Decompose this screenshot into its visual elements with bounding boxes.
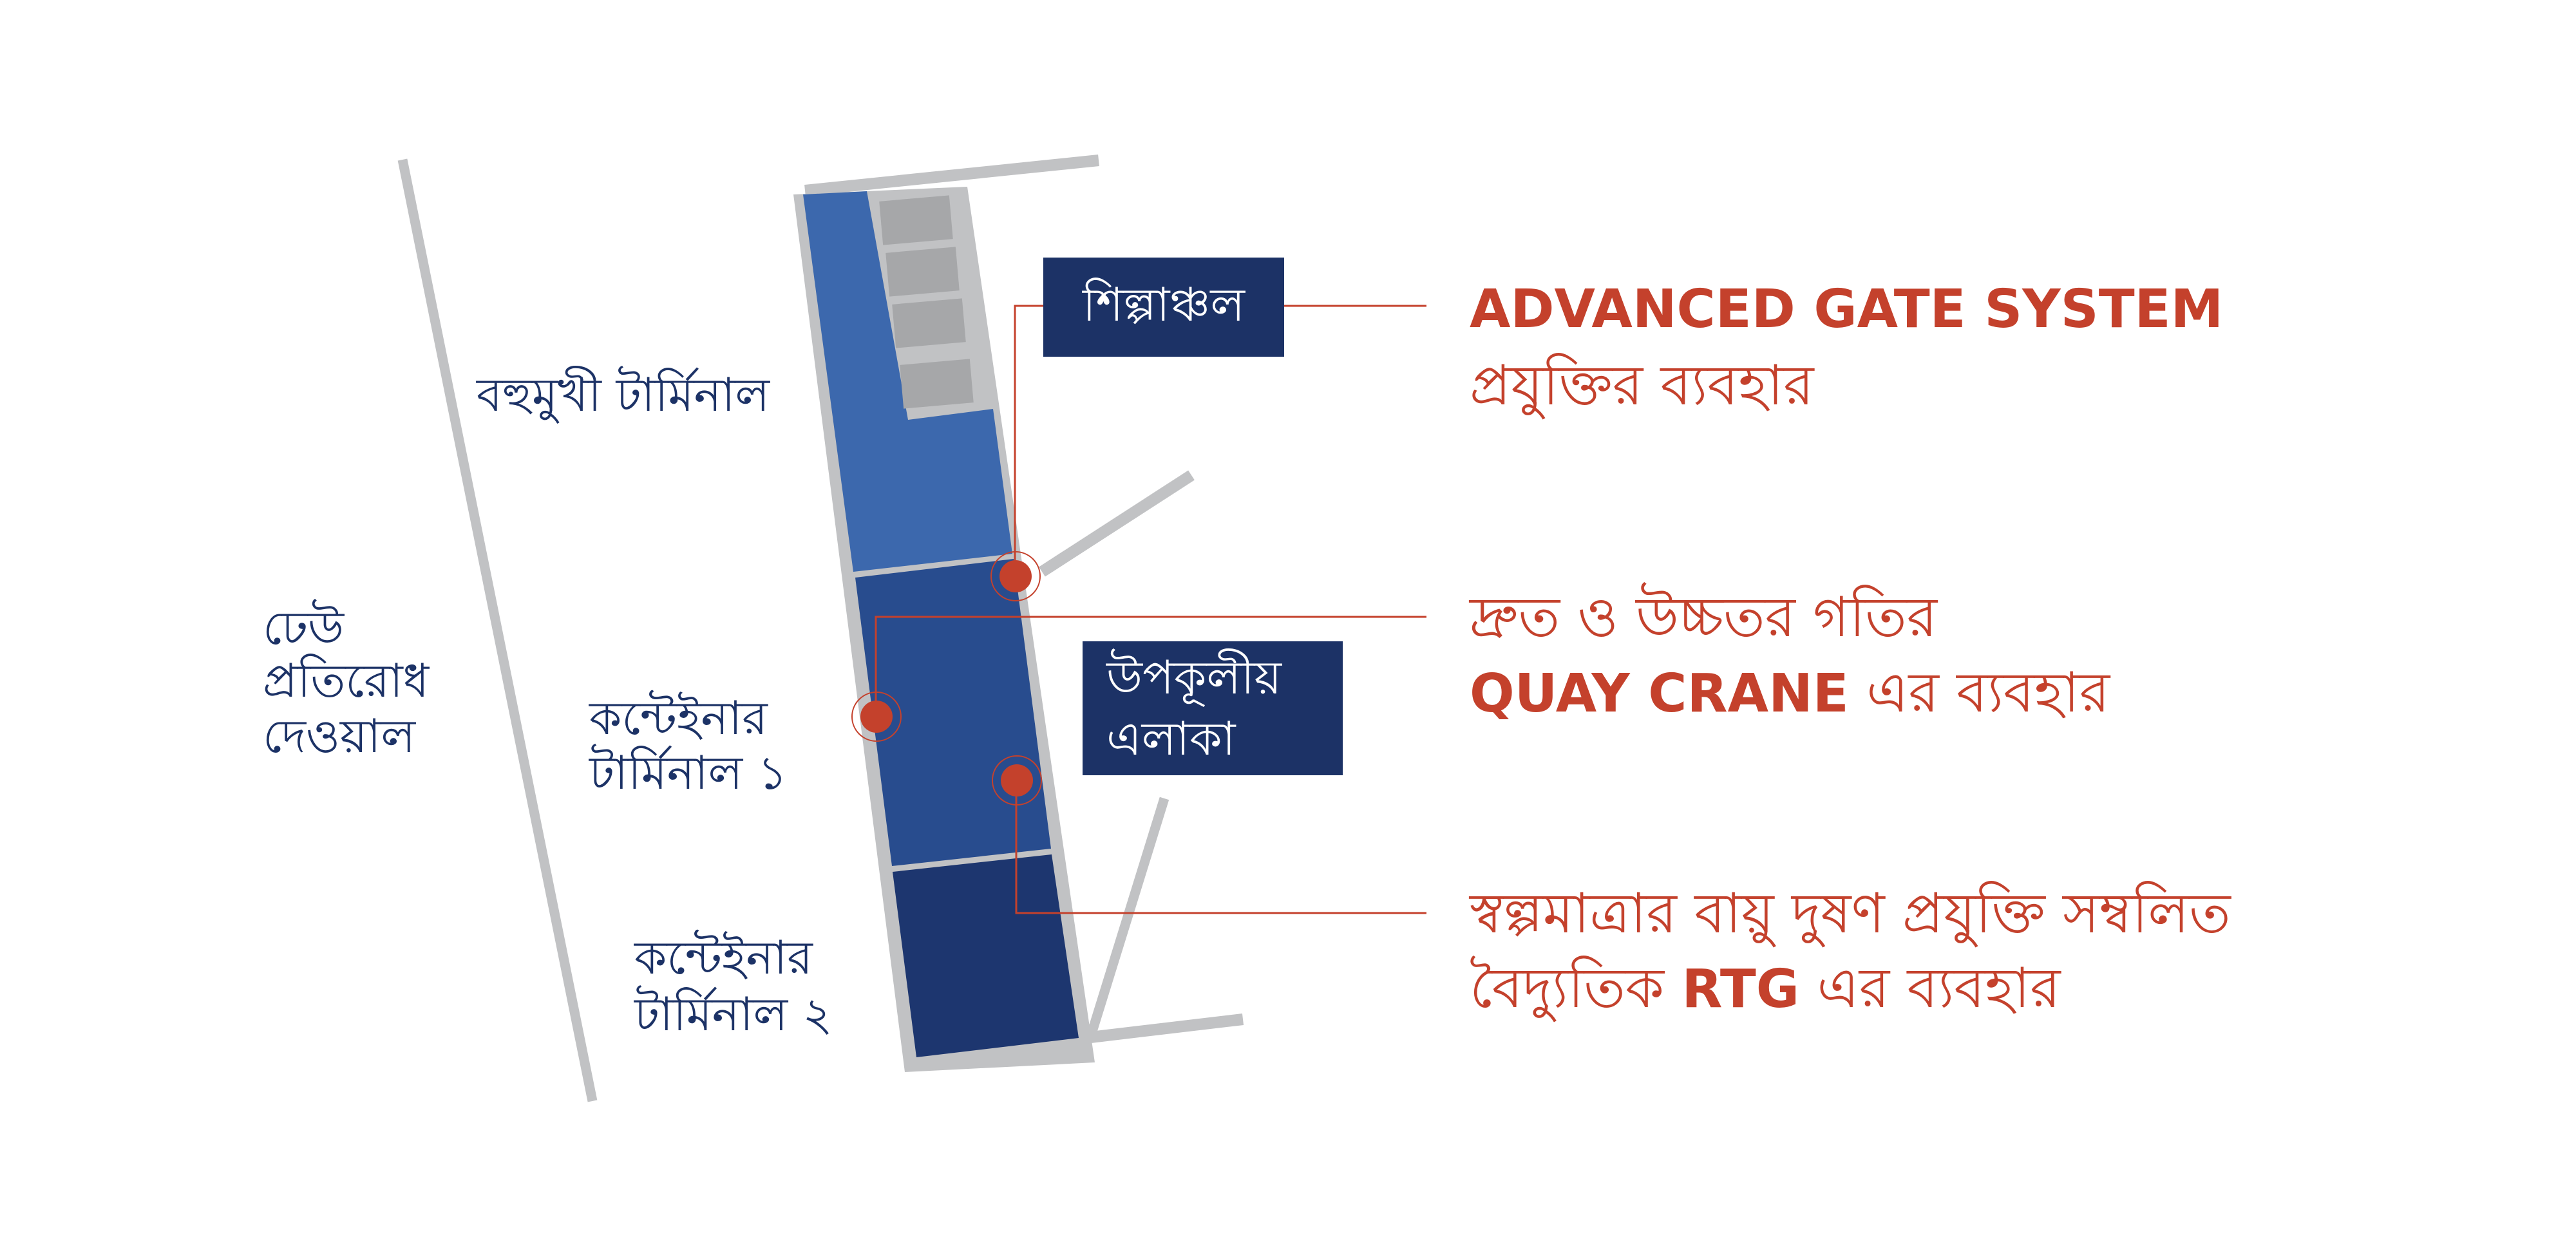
breakwater-label: ঢেউ	[263, 599, 345, 655]
marker-dot	[1001, 764, 1033, 796]
feature-quay-crane-bn: এর ব্যবহার	[1849, 661, 2111, 725]
feature-quay-crane-en: QUAY CRANE	[1470, 663, 1849, 724]
storage-block	[879, 195, 953, 245]
breakwater-label: দেওয়াল	[263, 709, 416, 763]
storage-block	[892, 298, 966, 348]
industrial-area-label: শিল্পাঞ্চল	[1082, 278, 1245, 332]
top-pier	[804, 155, 1099, 196]
multipurpose-terminal-label: বহুমুখী টার্মিনাল	[476, 366, 770, 423]
feature-rtg-en: RTG	[1681, 959, 1799, 1020]
container-terminal-1-label: টার্মিনাল ১	[589, 744, 788, 800]
coastal-area-label: উপকূলীয়	[1106, 648, 1283, 707]
multipurpose-terminal-area	[803, 191, 1012, 572]
marker-ring	[990, 551, 1041, 601]
marker-dot	[860, 701, 893, 733]
storage-block	[886, 247, 960, 297]
bottom-pier	[1084, 1013, 1244, 1044]
breakwater-wall	[397, 158, 598, 1102]
storage-block	[900, 359, 974, 409]
marker-ring	[992, 755, 1042, 806]
diagonal-jetty	[1039, 470, 1195, 577]
connector-rtg	[1015, 781, 1426, 914]
feature-quay-crane-line2: QUAY CRANE এর ব্যবহার	[1470, 661, 2111, 725]
marker-dot	[999, 560, 1032, 592]
container-terminal-2-label: টার্মিনাল ২	[634, 985, 833, 1041]
feature-rtg-bn-a: বৈদ্যুতিক	[1470, 956, 1681, 1023]
container-terminal-1-label: কন্টেইনার	[589, 690, 768, 745]
feature-advanced-gate-subtitle: প্রযুক্তির ব্যবহার	[1470, 353, 1815, 420]
feature-rtg-bn-b: এর ব্যবহার	[1799, 956, 2061, 1021]
marker-ring	[851, 692, 902, 742]
connector-quay-crane	[875, 616, 1426, 716]
industrial-area-box	[1043, 258, 1284, 357]
coastal-area-label: এলাকা	[1106, 712, 1236, 766]
lower-jetty	[1086, 796, 1170, 1035]
coastal-area-box	[1083, 641, 1343, 775]
breakwater-label: প্রতিরোধ	[263, 654, 430, 708]
container-terminal-1-area	[855, 559, 1051, 866]
connector-industrial	[1014, 305, 1426, 576]
feature-rtg-line2: বৈদ্যুতিক RTG এর ব্যবহার	[1470, 956, 2061, 1023]
feature-advanced-gate-title: ADVANCED GATE SYSTEM	[1470, 279, 2223, 340]
feature-quay-crane-line1: দ্রুত ও উচ্চতর গতির	[1468, 582, 1938, 650]
container-terminal-2-label: কন্টেইনার	[634, 929, 813, 985]
container-terminal-2-area	[893, 854, 1079, 1057]
feature-rtg-line1: স্বল্পমাত্রার বায়ু দুষণ প্রযুক্তি সম্বল…	[1468, 881, 2231, 948]
